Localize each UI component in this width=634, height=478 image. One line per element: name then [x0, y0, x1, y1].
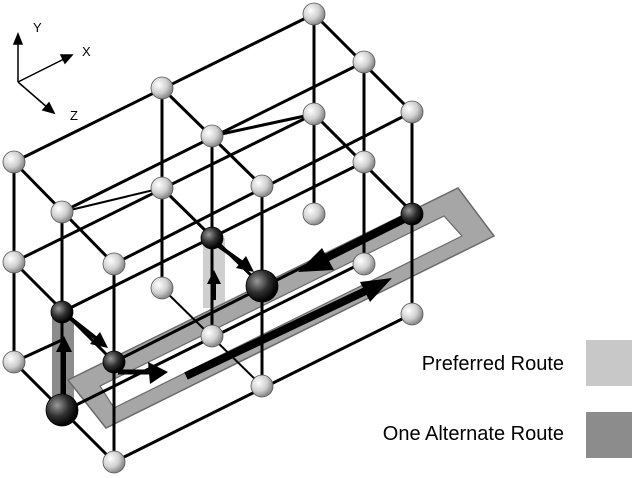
x-axis-label: X [82, 44, 91, 59]
z-axis-label: Z [70, 108, 78, 123]
legend-swatch-preferred [586, 340, 632, 386]
node [102, 450, 126, 474]
route-node [245, 269, 279, 303]
node [150, 276, 174, 300]
node [352, 150, 376, 174]
node [400, 100, 424, 124]
node [150, 76, 174, 100]
route-node [45, 393, 79, 427]
node [50, 200, 74, 224]
node [200, 324, 224, 348]
route-node [102, 350, 126, 374]
node [2, 150, 26, 174]
node [400, 302, 424, 326]
route-node [50, 300, 74, 324]
legend-label-preferred: Preferred Route [421, 353, 564, 375]
node [200, 124, 224, 148]
node [2, 350, 26, 374]
node [302, 102, 326, 126]
node [302, 202, 326, 226]
node [250, 374, 274, 398]
node [352, 252, 376, 276]
node [352, 50, 376, 74]
legend-label-alternate: One Alternate Route [382, 423, 564, 445]
node [102, 252, 126, 276]
route-arrows [56, 212, 412, 398]
lattice-nodes-light [2, 2, 424, 474]
legend-swatch-alternate [586, 412, 632, 458]
node [302, 2, 326, 26]
node [150, 176, 174, 200]
route-node [200, 226, 224, 250]
lattice-nodes-dark [45, 202, 424, 427]
axes-glyph [12, 31, 74, 115]
route-node [400, 202, 424, 226]
node [250, 174, 274, 198]
node [2, 250, 26, 274]
y-axis-label: Y [33, 20, 42, 35]
